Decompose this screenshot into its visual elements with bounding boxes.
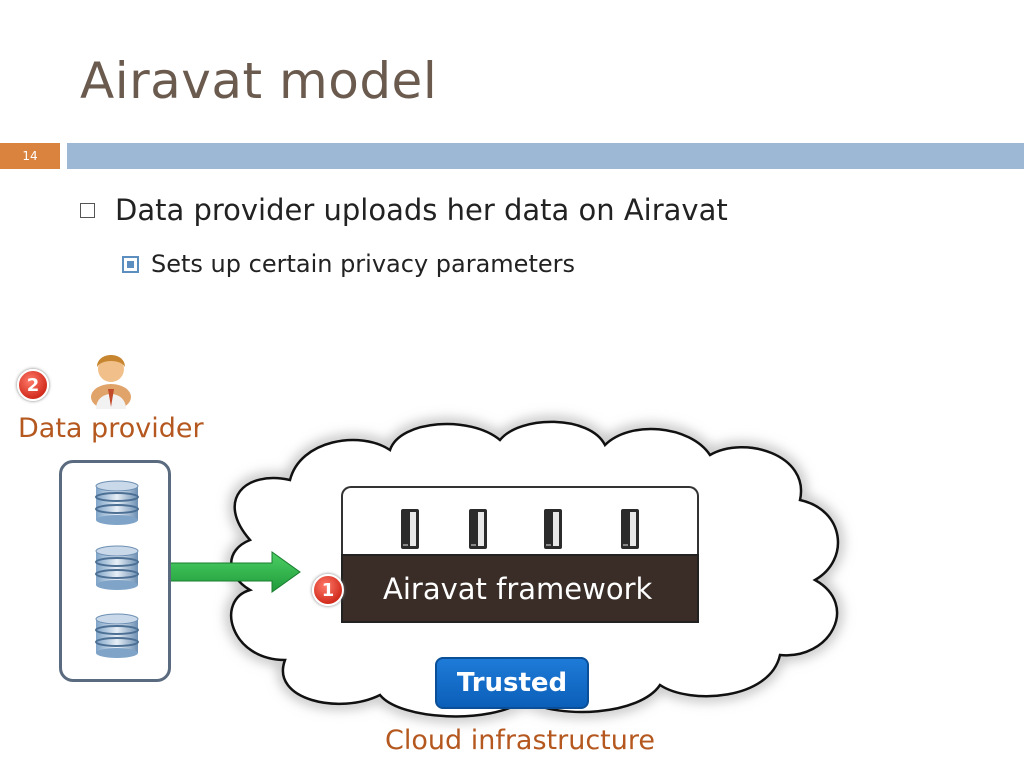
slide-title: Airavat model — [80, 52, 438, 110]
header-bar — [67, 143, 1024, 169]
bullet-level1-text: Data provider uploads her data on Airava… — [115, 193, 728, 227]
hollow-square-bullet-icon — [80, 202, 95, 218]
provider-label: Data provider — [18, 413, 204, 444]
cloud-label: Cloud infrastructure — [385, 725, 655, 756]
airavat-framework: Airavat framework — [341, 554, 699, 623]
person-icon — [91, 355, 131, 409]
server-icon — [401, 509, 419, 549]
bullet-level1: Data provider uploads her data on Airava… — [80, 193, 728, 227]
bullet-level2-text: Sets up certain privacy parameters — [151, 250, 575, 278]
database-icon — [95, 545, 139, 590]
bullet-level2: Sets up certain privacy parameters — [122, 250, 575, 278]
database-icon — [95, 480, 139, 525]
page-number: 14 — [0, 143, 60, 169]
framework-label: Airavat framework — [383, 571, 653, 606]
server-icon — [469, 509, 487, 549]
trusted-badge: Trusted — [435, 657, 589, 709]
filled-square-bullet-icon — [122, 255, 139, 273]
step-badge-1: 1 — [312, 574, 344, 606]
step-badge-2: 2 — [17, 369, 49, 401]
database-icon — [95, 613, 139, 658]
server-icon — [544, 509, 562, 549]
server-icon — [621, 509, 639, 549]
server-rack — [341, 486, 699, 554]
